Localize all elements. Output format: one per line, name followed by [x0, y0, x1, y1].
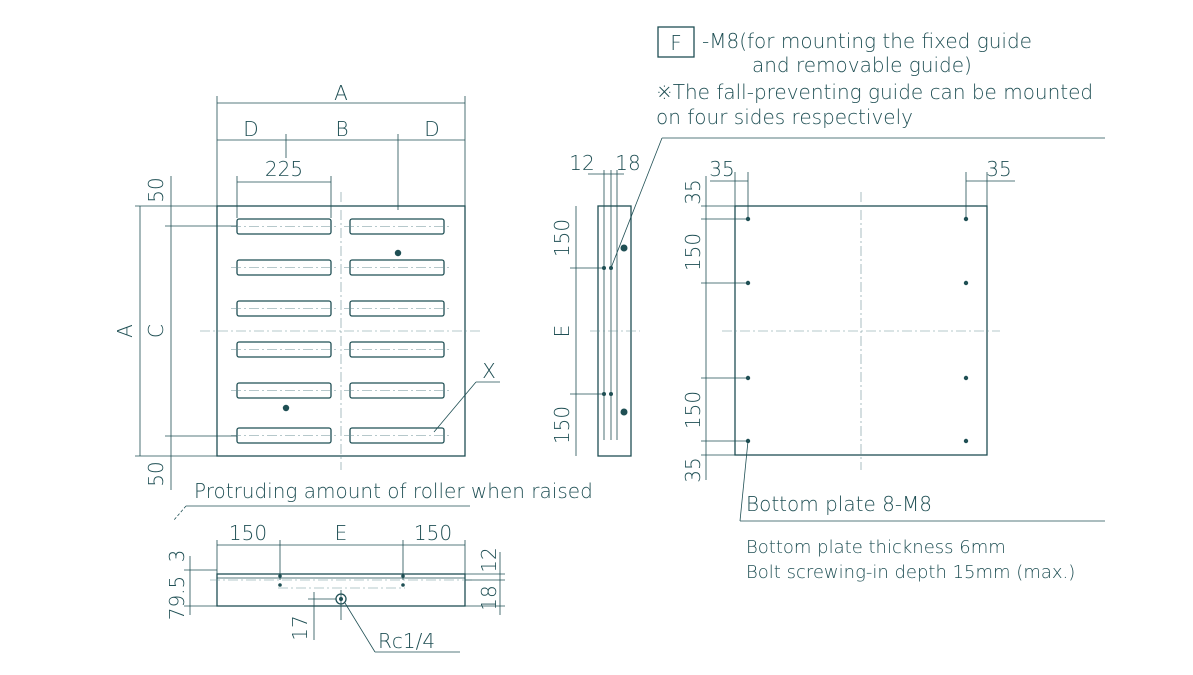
tapped-hole: [282, 404, 290, 412]
dim-79-5: 79.5: [165, 576, 189, 621]
dim-35-bottom: 35: [681, 457, 705, 482]
side-view: 12 18 150 E 150: [550, 137, 1105, 457]
dim-e-side: E: [550, 325, 574, 338]
dim-12-front: 12: [477, 547, 501, 572]
dim-b: B: [335, 117, 348, 141]
dim-150-front-left: 150: [229, 521, 267, 545]
dim-35-right: 35: [986, 157, 1011, 181]
dim-50-bottom: 50: [144, 461, 168, 486]
roller-note: Protruding amount of roller when raised: [194, 479, 593, 503]
thickness-note: Bottom plate thickness 6mm: [746, 537, 1006, 558]
f-box: [657, 26, 695, 58]
dim-d-left: D: [243, 117, 258, 141]
guide-note-line2: on four sides respectively: [656, 105, 913, 129]
dim-35-top: 35: [681, 179, 705, 204]
dim-150-side-top: 150: [550, 219, 574, 257]
dim-12-side: 12: [569, 151, 594, 175]
roller-slots-left: [231, 218, 337, 444]
dim-18-front: 18: [477, 585, 501, 610]
dim-c: C: [144, 324, 168, 338]
dim-35-left: 35: [709, 157, 734, 181]
bottom-plate-view: 35 35 35 150 150 35: [681, 157, 1105, 522]
guide-note-line1: ※The fall-preventing guide can be mounte…: [656, 80, 1093, 104]
dim-50-top: 50: [144, 177, 168, 202]
dim-a-left: A: [113, 324, 137, 338]
dim-17: 17: [288, 615, 312, 640]
depth-note: Bolt screwing-in depth 15mm (max.): [746, 562, 1075, 583]
dim-150-plate-bottom: 150: [681, 391, 705, 429]
dim-18-side: 18: [615, 151, 640, 175]
f-note-line1: -M8(for mounting the fixed guide: [702, 29, 1032, 53]
roller-slots-right: [344, 218, 450, 444]
dim-225: 225: [265, 157, 303, 181]
dim-150-front-right: 150: [414, 521, 452, 545]
roller-pin: [620, 244, 628, 252]
bottom-plate-note: Bottom plate 8-M8: [746, 492, 932, 516]
dim-d-right: D: [424, 117, 439, 141]
label-rc: Rc1/4: [378, 629, 435, 653]
roller-pin: [620, 408, 628, 416]
dim-e-front: E: [335, 521, 348, 545]
tapped-hole: [394, 249, 402, 257]
dim-150-plate-top: 150: [681, 233, 705, 271]
dim-150-side-bottom: 150: [550, 406, 574, 444]
top-view: A D B D 225 A C 50 50 X: [113, 81, 500, 490]
label-x: X: [482, 359, 496, 383]
front-view: 150 E 150 3 79.5 12 18 17 Rc1/4: [165, 505, 505, 653]
dim-3: 3: [165, 550, 189, 563]
notes: F -M8(for mounting the fixed guide and r…: [194, 26, 1093, 583]
f-box-letter: F: [670, 31, 682, 55]
f-note-line2: and removable guide): [752, 53, 972, 77]
dim-a-top: A: [334, 81, 348, 105]
